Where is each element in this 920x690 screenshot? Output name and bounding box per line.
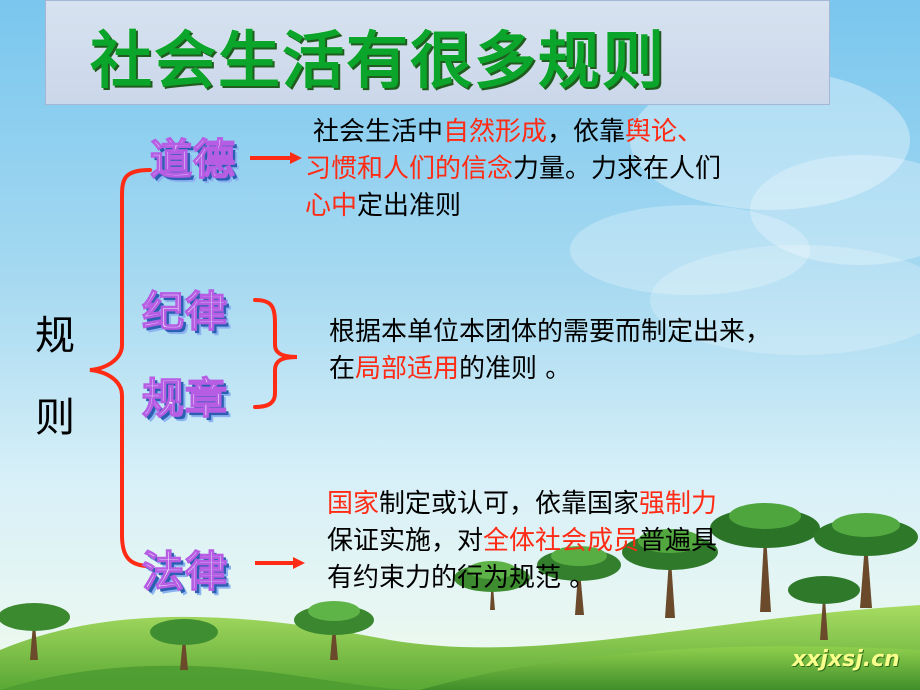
discipline-line-2: 在局部适用的准则 。 bbox=[329, 351, 771, 388]
term-law: 法律 bbox=[141, 546, 229, 596]
connector-lines bbox=[89, 152, 305, 569]
law-line-3: 有约束力的行为规范 。 bbox=[327, 563, 596, 593]
discipline-description: 根据本单位本团体的需要而制定出来， 在局部适用的准则 。 bbox=[329, 314, 771, 388]
moral-line-3-highlight: 心中 bbox=[305, 191, 358, 221]
law-description: 国家制定或认可，依靠国家强制力 保证实施，对全体社会成员普遍具 有约束力的行为规… bbox=[327, 486, 717, 597]
moral-line-1-text: 社会生活中 bbox=[313, 117, 444, 147]
moral-line-3-text: 定出准则 bbox=[357, 191, 462, 221]
moral-line-2-text: 力量。力求在人们 bbox=[513, 154, 722, 184]
discipline-line-2-text-2: 的准则 。 bbox=[459, 354, 572, 384]
moral-line-1-highlight: 自然形成 bbox=[443, 117, 548, 147]
rules-label-char-2: 则 bbox=[35, 395, 75, 441]
law-line-2-highlight: 全体社会成员 bbox=[483, 526, 640, 556]
law-line-1-text: 制定或认可，依靠国家 bbox=[379, 489, 640, 519]
moral-line-3: 心中定出准则 bbox=[305, 188, 721, 225]
law-line-1: 国家制定或认可，依靠国家强制力 bbox=[327, 486, 717, 523]
moral-line-1-text-2: ，依靠 bbox=[547, 117, 626, 147]
moral-line-1-highlight-2: 舆论、 bbox=[625, 117, 704, 147]
discipline-line-1: 根据本单位本团体的需要而制定出来， bbox=[329, 317, 772, 347]
slide-title: 社会生活有很多规则 bbox=[90, 24, 667, 97]
moral-description: 社会生活中自然形成，依靠舆论、 习惯和人们的信念力量。力求在人们 心中定出准则 bbox=[305, 114, 721, 225]
law-line-1-highlight-2: 强制力 bbox=[639, 489, 718, 519]
rules-label-char-1: 规 bbox=[35, 313, 75, 359]
moral-line-2: 习惯和人们的信念力量。力求在人们 bbox=[305, 151, 721, 188]
term-regulation: 规章 bbox=[141, 373, 229, 423]
discipline-line-2-highlight: 局部适用 bbox=[355, 354, 460, 384]
moral-line-2-highlight: 习惯和人们的信念 bbox=[305, 154, 514, 184]
law-line-2-text: 保证实施，对 bbox=[327, 526, 484, 556]
law-line-2-text-2: 普遍具 bbox=[639, 526, 718, 556]
moral-line-1: 社会生活中自然形成，依靠舆论、 bbox=[313, 114, 721, 151]
term-discipline: 纪律 bbox=[141, 286, 229, 336]
discipline-line-2-text: 在 bbox=[329, 354, 356, 384]
law-line-2: 保证实施，对全体社会成员普遍具 bbox=[327, 523, 717, 560]
law-line-1-highlight: 国家 bbox=[327, 489, 380, 519]
title-banner bbox=[45, 0, 830, 105]
term-moral: 道德 bbox=[149, 134, 237, 184]
watermark-logo: xxjxsj.cn bbox=[792, 647, 900, 672]
